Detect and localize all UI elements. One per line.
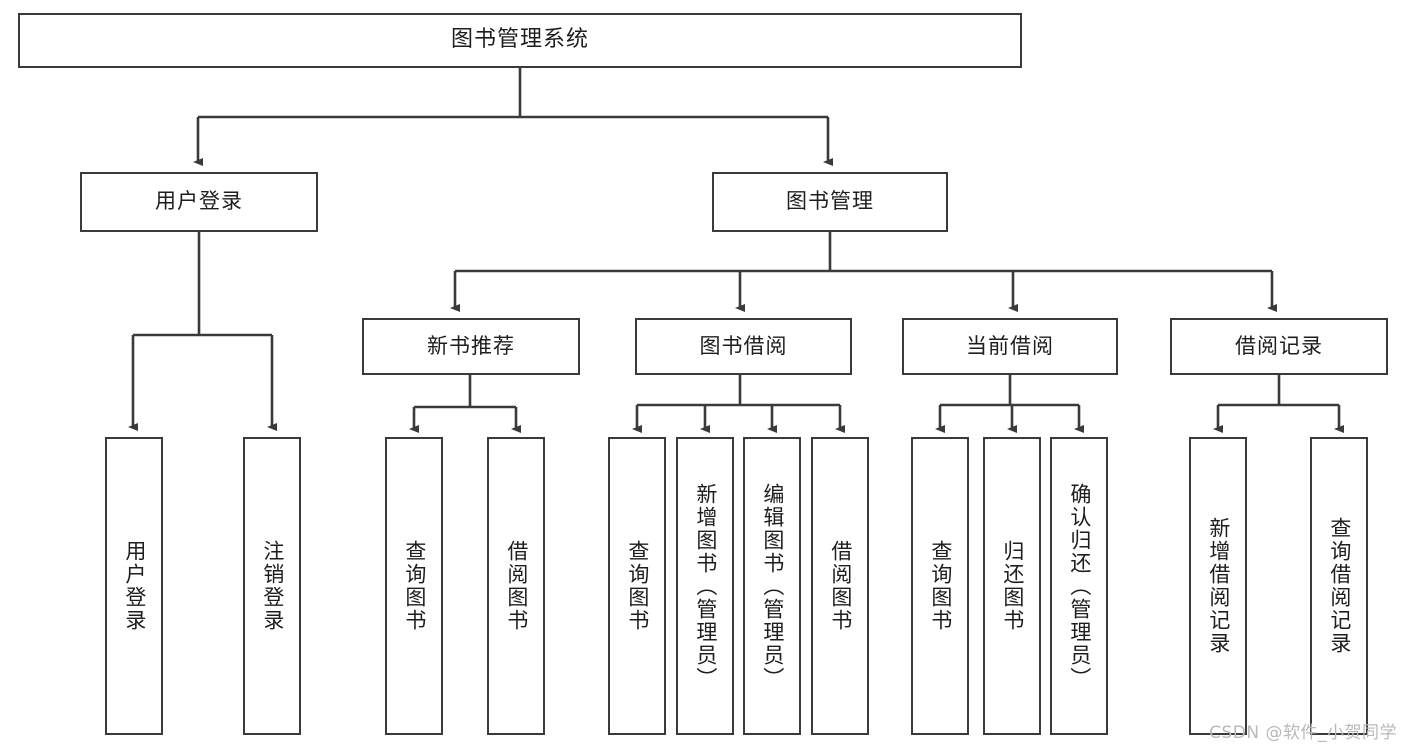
- node-leaf-query-record[interactable]: 查询借阅记录: [1310, 437, 1368, 735]
- node-leaf-add-book-label: 新增图书（管理员）: [693, 482, 718, 690]
- node-leaf-query-book-2[interactable]: 查询图书: [608, 437, 666, 735]
- node-book-borrow[interactable]: 图书借阅: [635, 318, 852, 375]
- node-book-manage-label: 图书管理: [786, 189, 874, 214]
- node-user-login[interactable]: 用户登录: [80, 172, 318, 232]
- node-leaf-user-login-label: 用户登录: [122, 540, 147, 632]
- node-leaf-borrow-book-2[interactable]: 借阅图书: [811, 437, 869, 735]
- node-leaf-borrow-book-2-label: 借阅图书: [828, 540, 853, 632]
- node-borrow-record-label: 借阅记录: [1235, 333, 1323, 358]
- node-leaf-query-book-3-label: 查询图书: [928, 540, 953, 632]
- csdn-watermark: CSDN @软件_小贺同学: [1209, 723, 1397, 743]
- node-leaf-add-book[interactable]: 新增图书（管理员）: [676, 437, 734, 735]
- node-leaf-add-record[interactable]: 新增借阅记录: [1189, 437, 1247, 735]
- node-leaf-borrow-book-1[interactable]: 借阅图书: [487, 437, 545, 735]
- node-leaf-confirm-return-label: 确认归还（管理员）: [1067, 482, 1092, 690]
- node-leaf-edit-book[interactable]: 编辑图书（管理员）: [743, 437, 801, 735]
- node-leaf-user-login[interactable]: 用户登录: [105, 437, 163, 735]
- node-leaf-query-book-1[interactable]: 查询图书: [385, 437, 443, 735]
- node-leaf-return-book[interactable]: 归还图书: [983, 437, 1041, 735]
- node-leaf-add-record-label: 新增借阅记录: [1206, 517, 1231, 655]
- node-leaf-borrow-book-1-label: 借阅图书: [504, 540, 529, 632]
- node-leaf-query-book-3[interactable]: 查询图书: [911, 437, 969, 735]
- node-leaf-query-book-2-label: 查询图书: [625, 540, 650, 632]
- node-leaf-edit-book-label: 编辑图书（管理员）: [760, 482, 785, 690]
- node-current-borrow[interactable]: 当前借阅: [902, 318, 1118, 375]
- node-leaf-query-book-1-label: 查询图书: [402, 540, 427, 632]
- node-leaf-query-record-label: 查询借阅记录: [1327, 517, 1352, 655]
- node-user-login-label: 用户登录: [155, 189, 243, 214]
- node-leaf-logout[interactable]: 注销登录: [243, 437, 301, 735]
- node-leaf-logout-label: 注销登录: [260, 540, 285, 632]
- node-new-book-recommend-label: 新书推荐: [427, 333, 515, 358]
- node-book-borrow-label: 图书借阅: [699, 333, 788, 358]
- node-leaf-return-book-label: 归还图书: [1000, 540, 1025, 632]
- node-root-label: 图书管理系统: [450, 27, 589, 53]
- node-root[interactable]: 图书管理系统: [18, 13, 1022, 68]
- node-borrow-record[interactable]: 借阅记录: [1170, 318, 1388, 375]
- node-new-book-recommend[interactable]: 新书推荐: [362, 318, 580, 375]
- node-leaf-confirm-return[interactable]: 确认归还（管理员）: [1050, 437, 1108, 735]
- node-book-manage[interactable]: 图书管理: [712, 172, 948, 232]
- node-current-borrow-label: 当前借阅: [966, 333, 1054, 358]
